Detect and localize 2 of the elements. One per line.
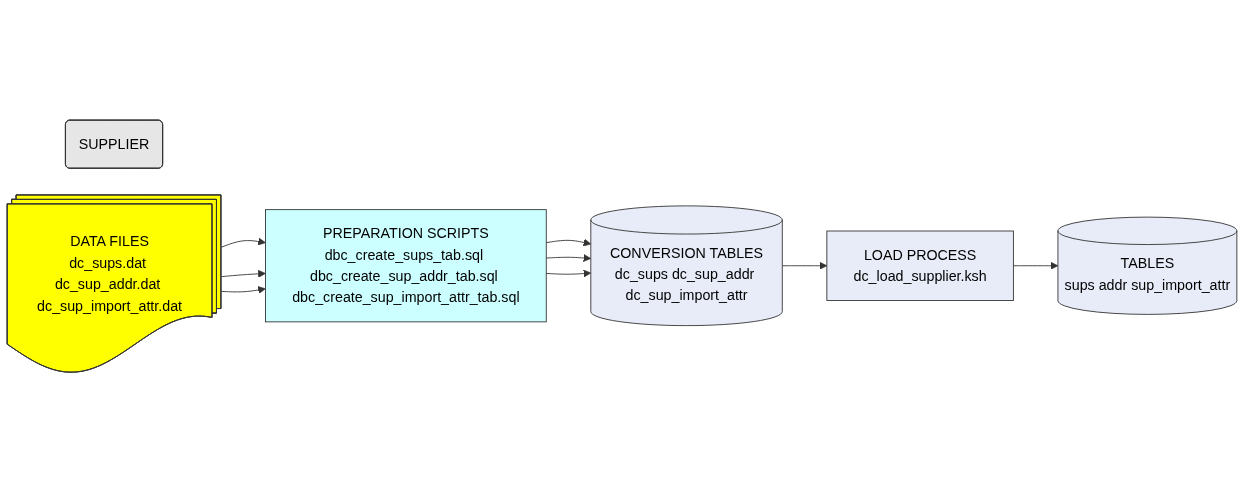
node-box: PREPARATION SCRIPTS dbc_create_sups_tab.sql dbc_create_sup_addr_tab.sql dbc_create_sup_import_attr_tab.sql (265, 209, 547, 323)
node-box: LOAD PROCESS dc_load_supplier.ksh (826, 230, 1014, 302)
